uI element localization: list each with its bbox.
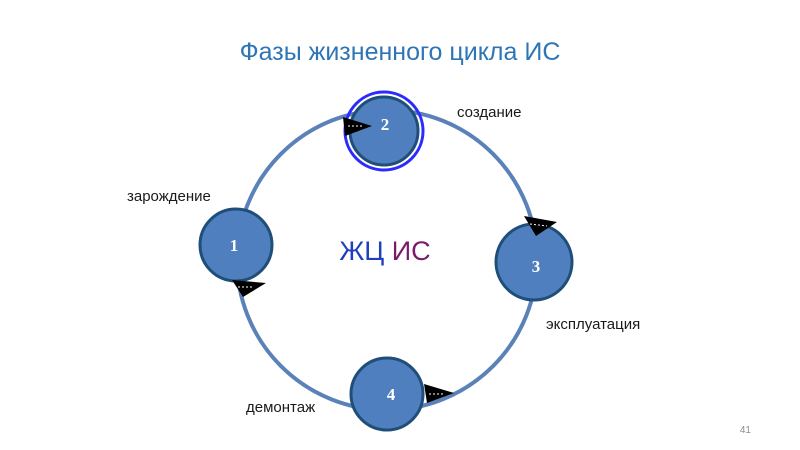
arrow-3-to-4-icon <box>424 384 454 403</box>
phase-label-1: зарождение <box>127 188 211 205</box>
phase-node-3: 3 <box>494 222 574 302</box>
phase-node-2: 2 <box>343 90 425 172</box>
center-label-part1: ЖЦ <box>339 236 384 266</box>
phase-node-2-number: 2 <box>381 115 390 134</box>
arrow-2-to-3-icon <box>524 216 557 236</box>
phase-label-2: создание <box>457 104 522 121</box>
center-label: ЖЦ ИС <box>339 236 430 266</box>
arrow-4-to-1-icon <box>232 280 266 297</box>
slide-title: Фазы жизненного цикла ИС <box>239 38 561 66</box>
phase-node-1: 1 <box>198 207 274 283</box>
phase-node-3-number: 3 <box>532 257 541 276</box>
phase-node-4: 4 <box>349 356 425 432</box>
phase-node-4-number: 4 <box>387 385 396 404</box>
phase-label-4: демонтаж <box>246 399 315 416</box>
center-label-part2: ИС <box>392 236 431 266</box>
arrow-1-to-2-icon <box>343 117 372 136</box>
phase-node-1-number: 1 <box>230 236 239 255</box>
phase-label-3: эксплуатация <box>546 316 640 333</box>
page-number: 41 <box>739 425 751 436</box>
